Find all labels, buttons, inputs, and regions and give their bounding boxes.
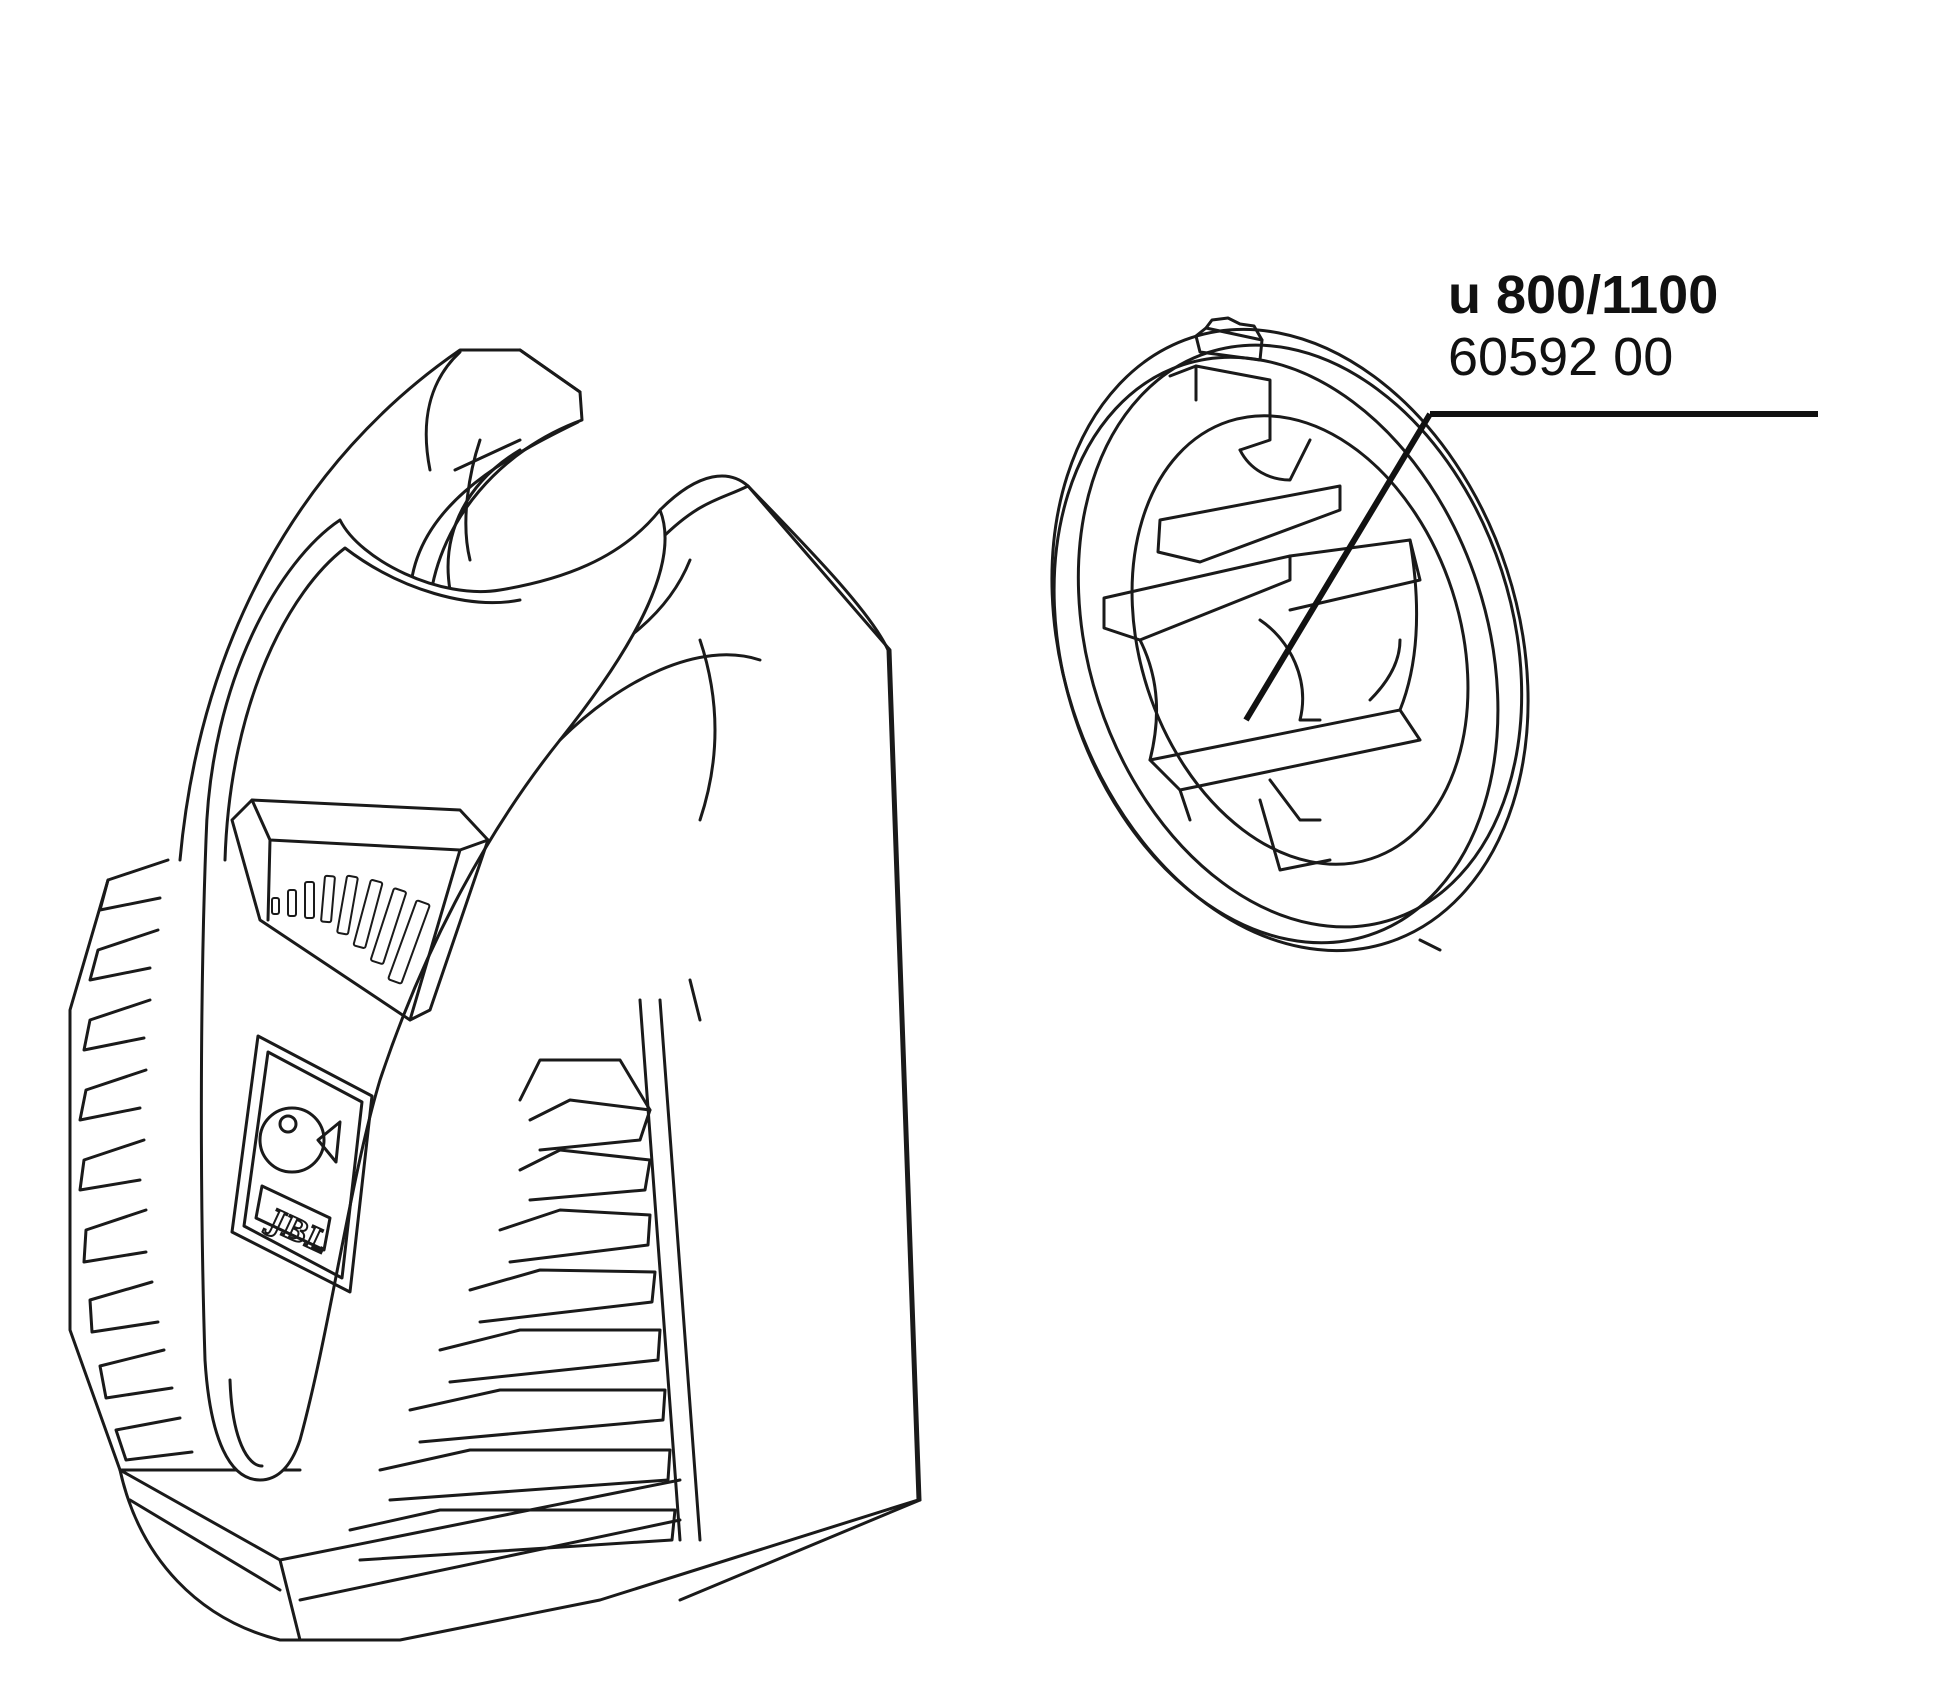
left-grille <box>68 858 302 1472</box>
model-label: u 800/1100 <box>1448 265 1719 325</box>
front-face <box>199 508 667 1482</box>
part-number-label: 60592 00 <box>1448 327 1674 387</box>
right-grille <box>348 1058 677 1562</box>
latch-tab <box>1168 316 1312 482</box>
impeller-cover-part <box>1050 316 1530 953</box>
pump-housing: JBL <box>68 348 922 1642</box>
callout-leader <box>1243 411 1818 722</box>
power-level-indicator <box>230 798 490 1022</box>
